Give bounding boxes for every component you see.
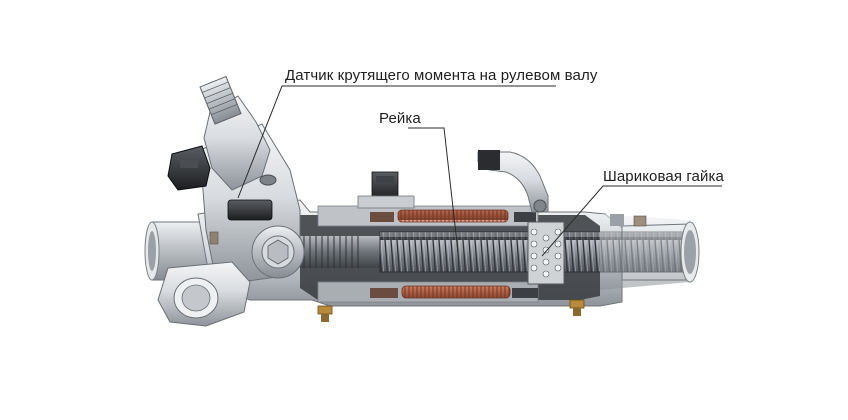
label-torque-sensor: Датчик крутящего момента на рулевом валу: [285, 67, 598, 84]
right-tube: [600, 214, 700, 290]
leader-rack: [408, 127, 459, 253]
motor-windings: [370, 209, 538, 299]
torque-sensor: [167, 75, 277, 221]
fastener-right: [569, 299, 585, 316]
label-rack: Рейка: [379, 110, 421, 127]
leader-lines: [237, 85, 722, 257]
ball-nut: [527, 221, 565, 285]
fasteners: [209, 215, 647, 322]
label-ball-nut: Шариковая гайка: [603, 168, 724, 185]
leader-ball-nut: [541, 185, 722, 257]
center-connector: [357, 171, 415, 209]
leader-torque-sensor: [237, 85, 556, 199]
fastener-left: [317, 305, 333, 322]
upper-bracket: [477, 150, 549, 213]
